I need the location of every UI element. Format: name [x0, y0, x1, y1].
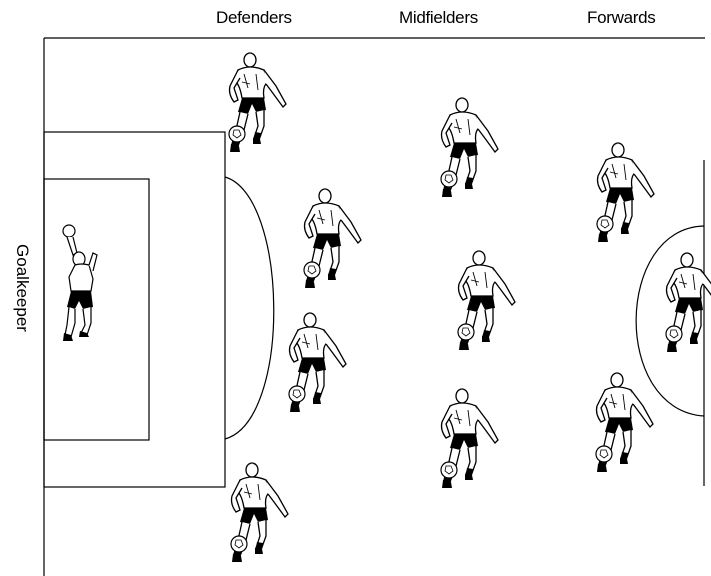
goal-area — [43, 178, 150, 441]
penalty-arc — [224, 176, 275, 440]
defender-figure-2 — [303, 188, 362, 289]
defender-figure-3 — [288, 312, 347, 413]
defender-figure-4 — [230, 462, 289, 563]
goalkeeper-label: Goalkeeper — [13, 244, 32, 332]
defenders-label: Defenders — [216, 8, 292, 27]
forward-figure-3 — [595, 372, 654, 473]
forwards-label: Forwards — [587, 8, 656, 27]
midfielder-figure-3 — [440, 388, 499, 489]
goalkeeper-figure — [62, 224, 98, 342]
center-circle — [635, 225, 705, 417]
midfielders-label: Midfielders — [399, 8, 478, 27]
midfielder-figure-2 — [457, 250, 516, 351]
pitch-lines — [43, 37, 705, 576]
defender-figure-1 — [228, 52, 287, 153]
forward-figure-1 — [596, 142, 655, 243]
midfielder-figure-1 — [440, 97, 499, 198]
